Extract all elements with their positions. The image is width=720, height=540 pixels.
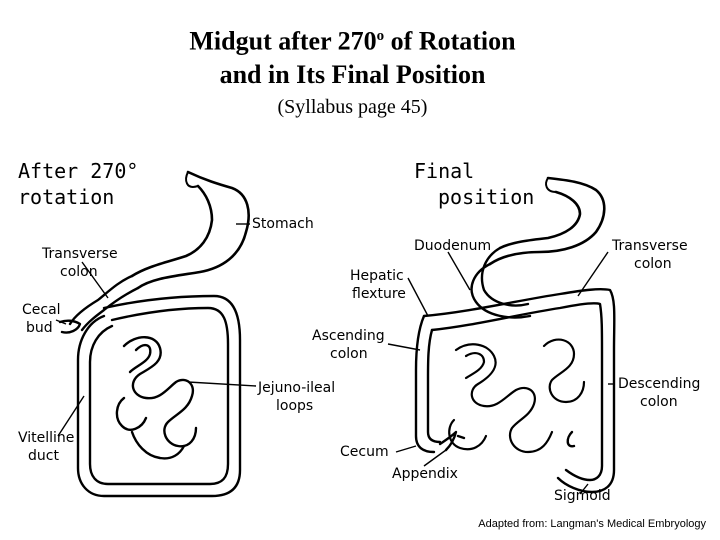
left-heading-line2: rotation xyxy=(18,185,114,209)
right-heading-line1: Final xyxy=(414,159,474,183)
label-jejuno-ileal-2: loops xyxy=(276,398,313,414)
title-line-2: and in Its Final Position xyxy=(219,59,486,89)
left-leader-lines xyxy=(55,223,257,437)
source-credit: Adapted from: Langman's Medical Embryolo… xyxy=(478,518,706,530)
label-vitelline-2: duct xyxy=(28,448,59,464)
label-transverse-colon-left-1: Transverse xyxy=(41,246,118,262)
label-sigmoid: Sigmoid xyxy=(554,488,611,504)
stomach-shape xyxy=(130,170,250,290)
right-panel: Final position xyxy=(312,159,700,504)
left-heading-line1: After 270° xyxy=(18,159,138,183)
left-panel: After 270° rotation xyxy=(18,159,335,498)
title-text-b: of Rotation xyxy=(384,26,516,56)
label-appendix: Appendix xyxy=(392,466,458,482)
title-line-1: Midgut after 270o of Rotation xyxy=(0,20,705,58)
label-cecal-bud-1: Cecal xyxy=(22,302,61,318)
label-hepatic-1: Hepatic xyxy=(350,268,404,284)
title-block: Midgut after 270o of Rotation and in Its… xyxy=(0,20,705,120)
right-small-intestine xyxy=(448,338,586,454)
right-colon-frame xyxy=(414,288,616,494)
label-transverse-colon-right-1: Transverse xyxy=(611,238,688,254)
label-cecum: Cecum xyxy=(340,444,389,460)
label-descending-1: Descending xyxy=(618,376,700,392)
label-cecal-bud-2: bud xyxy=(26,320,53,336)
stomach-shape-final xyxy=(488,176,606,266)
label-hepatic-2: flexture xyxy=(352,286,406,302)
label-duodenum: Duodenum xyxy=(414,238,491,254)
title-text-a: Midgut after 270 xyxy=(189,26,377,56)
label-ascending-2: colon xyxy=(330,346,368,362)
right-heading-line2: position xyxy=(438,185,534,209)
label-jejuno-ileal-1: Jejuno-ileal xyxy=(257,380,335,396)
label-transverse-colon-right-2: colon xyxy=(634,256,672,272)
label-ascending-1: Ascending xyxy=(312,328,385,344)
label-vitelline-1: Vitelline xyxy=(18,430,74,446)
left-gut-tube xyxy=(58,274,242,498)
degree-superscript: o xyxy=(376,28,385,44)
label-transverse-colon-left-2: colon xyxy=(60,264,98,280)
label-stomach: Stomach xyxy=(252,216,314,232)
right-leader-lines xyxy=(387,251,614,495)
subtitle: (Syllabus page 45) xyxy=(277,95,428,118)
label-descending-2: colon xyxy=(640,394,678,410)
